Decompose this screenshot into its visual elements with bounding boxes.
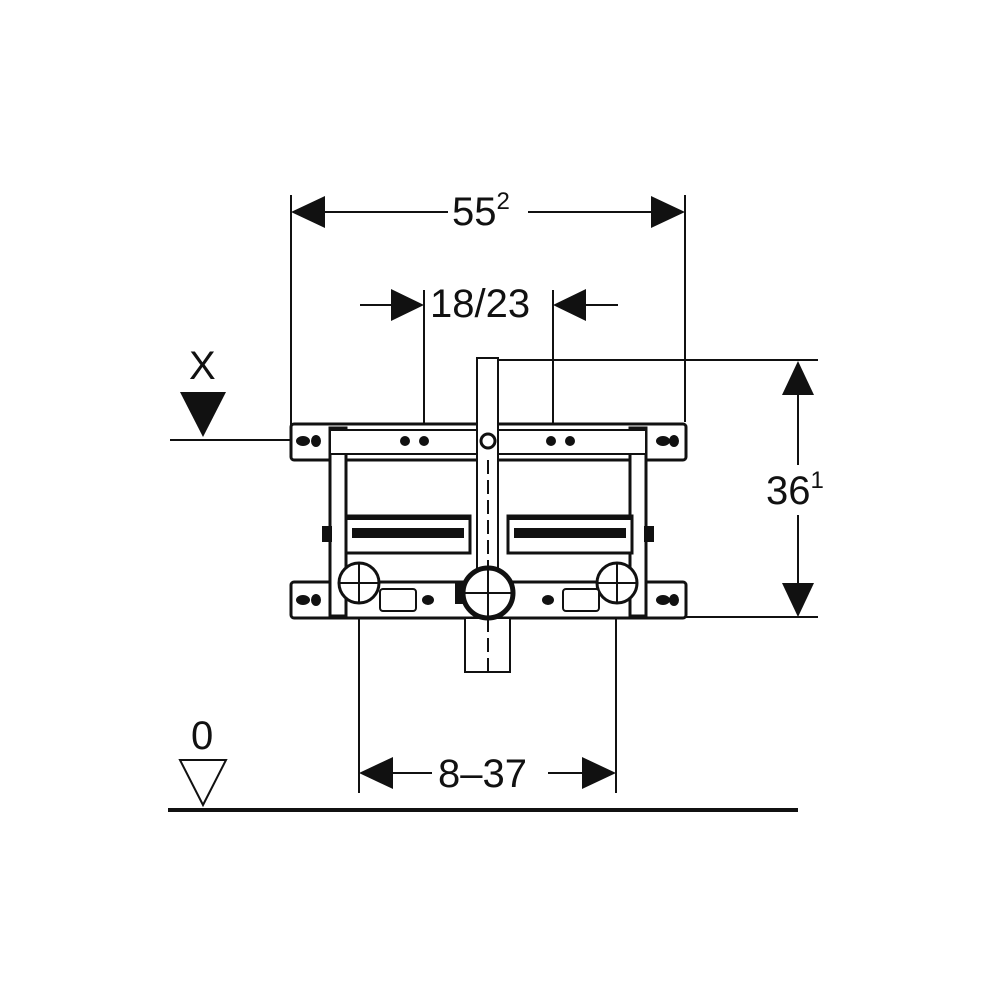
rack-teeth bbox=[346, 516, 632, 538]
arrow-icon bbox=[582, 757, 616, 789]
arrow-icon bbox=[391, 289, 424, 321]
dimension-55: 552 bbox=[452, 190, 510, 234]
slot-right bbox=[562, 588, 600, 612]
x-marker-triangle-icon bbox=[180, 392, 226, 437]
arrow-icon bbox=[782, 361, 814, 395]
arrow-icon bbox=[782, 583, 814, 617]
arrow-icon bbox=[359, 757, 393, 789]
dimension-55-sup: 2 bbox=[496, 188, 510, 215]
slot-left bbox=[379, 588, 417, 612]
dimension-18-23: 18/23 bbox=[430, 282, 531, 326]
dimension-36: 361 bbox=[766, 469, 824, 513]
dimension-8-37: 8–37 bbox=[438, 752, 527, 796]
arrow-icon bbox=[651, 196, 685, 228]
dimension-36-sup: 1 bbox=[810, 467, 824, 494]
arrow-icon bbox=[553, 289, 586, 321]
arrowheads bbox=[180, 196, 814, 789]
bolts bbox=[296, 432, 679, 606]
floor-level-label: 0 bbox=[191, 714, 214, 758]
reference-x-label: X bbox=[189, 344, 216, 388]
dimension-36-value: 36 bbox=[766, 469, 811, 513]
floor-level-triangle-icon bbox=[178, 759, 228, 808]
dimension-55-value: 55 bbox=[452, 190, 497, 234]
arrow-icon bbox=[291, 196, 325, 228]
